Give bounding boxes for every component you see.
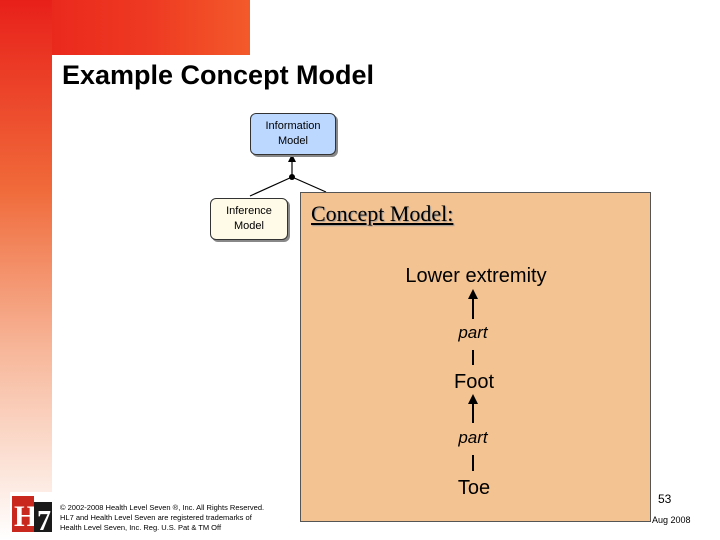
- relation-part-2: part: [458, 428, 488, 447]
- hl7-logo-icon: H 7: [10, 492, 54, 536]
- up-arrow-icon: [468, 394, 478, 404]
- copyright-line: Health Level Seven, Inc. Reg. U.S. Pat &…: [60, 523, 222, 532]
- connector-to-concept: [291, 176, 327, 193]
- information-model-label-line-1: Information: [265, 120, 321, 132]
- copyright-notice: © 2002-2008 Health Level Seven ®, Inc. A…: [60, 503, 264, 533]
- page-number: 53: [658, 492, 672, 506]
- inference-model-label-line-1: Inference: [226, 205, 272, 217]
- inference-model-label-line-2: Model: [234, 220, 264, 232]
- up-arrow-icon: [468, 289, 478, 299]
- information-model-node: Information Model: [250, 113, 336, 155]
- concept-model-panel: Concept Model: Lower extremity part Foot…: [300, 192, 651, 522]
- inference-model-node: Inference Model: [210, 198, 288, 240]
- information-model-label-line-2: Model: [278, 135, 308, 147]
- left-red-strip: [0, 0, 52, 540]
- term-lower-extremity: Lower extremity: [405, 265, 547, 287]
- copyright-line: © 2002-2008 Health Level Seven ®, Inc. A…: [60, 503, 265, 512]
- relation-part-1: part: [458, 323, 488, 342]
- svg-text:H: H: [14, 500, 37, 533]
- slide-title: Example Concept Model: [62, 60, 375, 90]
- connector-to-inference: [249, 176, 293, 197]
- slide-date: Aug 2008: [652, 515, 691, 525]
- copyright-line: HL7 and Health Level Seven are registere…: [60, 513, 252, 522]
- term-foot: Foot: [453, 371, 495, 393]
- svg-text:7: 7: [37, 506, 51, 536]
- arrowhead-icon: [288, 154, 296, 162]
- term-toe: Toe: [457, 477, 491, 499]
- concept-model-heading: Concept Model:: [311, 201, 454, 226]
- junction-dot: [289, 174, 295, 180]
- concept-arrows: [468, 289, 478, 471]
